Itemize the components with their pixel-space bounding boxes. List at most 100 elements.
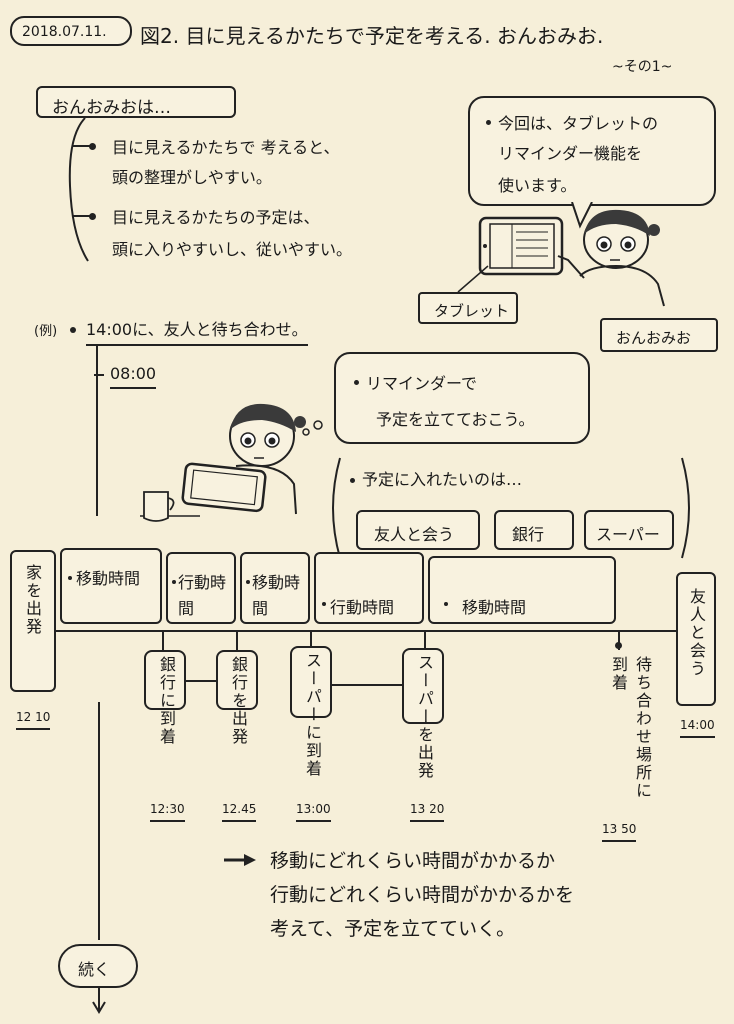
person-label-box: おんおみお <box>600 318 718 352</box>
start-time: 08:00 <box>110 364 157 389</box>
timeline-start-box: 家を出発 <box>10 550 56 692</box>
date-text: 2018.07.11. <box>22 24 107 40</box>
person-illustration-top <box>557 209 665 307</box>
want-item-bank-label: 銀行 <box>512 525 545 544</box>
reminder-line-2: 予定を立てておこう。 <box>376 410 535 429</box>
event-2-label: 銀行を出発 <box>229 656 248 746</box>
page-subtitle: ~その1~ <box>612 59 673 75</box>
event-4-label: スーパーを出発 <box>415 654 434 780</box>
timeline-segment-3: 移動時間 <box>240 552 310 624</box>
person-with-tablet-illustration <box>140 403 306 522</box>
event-1-box <box>144 650 186 710</box>
timeline-segment-5: 移動時間 <box>428 556 616 624</box>
bubble-bullet <box>486 120 491 125</box>
intro-bullet-1 <box>89 143 96 150</box>
want-item-bank: 銀行 <box>494 510 574 550</box>
timeline-axis <box>56 630 676 632</box>
event-5-time: 13 50 <box>602 822 637 842</box>
event-3-box <box>290 646 332 718</box>
intro-label-box: おんおみおは… <box>36 86 236 118</box>
tablet-pointer-line <box>457 265 489 293</box>
want-item-supermarket: スーパー <box>584 510 674 550</box>
example-bullet <box>70 327 76 333</box>
timeline-segment-4-label: 行動時間 <box>330 598 395 617</box>
timeline-end-box: 友人と会う <box>676 572 716 706</box>
tablet-illustration <box>478 216 564 276</box>
bubble-line-1: 今回は、タブレットの <box>498 114 659 133</box>
event-3-time: 13:00 <box>296 802 331 822</box>
start-time-pointer <box>94 374 104 376</box>
event-tick-5 <box>618 630 620 650</box>
wants-label: 予定に入れたいのは… <box>362 470 523 489</box>
tablet-speech-bubble: 今回は、タブレットの リマインダー機能を 使います。 <box>468 96 716 206</box>
timeline-end-label: 友人と会う <box>687 588 706 678</box>
event-tick-3 <box>310 630 312 648</box>
bubble-line-3: 使います。 <box>498 176 577 195</box>
wants-brackets <box>332 457 690 559</box>
segment-4-bullet <box>322 602 326 606</box>
continue-bubble: 続く <box>58 944 138 988</box>
reminder-bullet <box>354 380 359 385</box>
reminder-speech-bubble: リマインダーで 予定を立てておこう。 <box>334 352 590 444</box>
bubble-line-2: リマインダー機能を <box>498 144 643 163</box>
conclusion-line-3: 考えて、予定を立てていく。 <box>270 918 516 940</box>
event-dot-5 <box>615 642 622 649</box>
intro-label: おんおみおは… <box>52 98 171 118</box>
event-2-box <box>216 650 258 710</box>
conclusion-line-1: 移動にどれくらい時間がかかるか <box>270 850 556 872</box>
timeline-end-time: 14:00 <box>680 718 715 738</box>
conclusion-line-2: 行動にどれくらい時間がかかるかを <box>270 884 575 906</box>
event-tick-2 <box>236 630 238 652</box>
timeline-segment-3-label: 移動時間 <box>252 573 301 618</box>
date-badge: 2018.07.11. <box>10 16 132 46</box>
bubble-tail <box>571 202 593 229</box>
event-connector-2 <box>332 684 402 686</box>
event-4-box <box>402 648 444 724</box>
want-item-supermarket-label: スーパー <box>596 525 660 544</box>
continue-arrow-icon <box>92 1001 106 1014</box>
continue-line-bottom <box>98 988 100 1010</box>
intro-point2-line2: 頭に入りやすいし、従いやすい。 <box>112 240 353 259</box>
event-1-label: 銀行に到着 <box>157 656 176 746</box>
example-text: 14:00に、友人と待ち合わせ。 <box>86 316 308 346</box>
want-item-friend-label: 友人と会う <box>374 525 455 544</box>
event-2-time: 12.45 <box>222 802 257 822</box>
segment-3-bullet <box>246 580 250 584</box>
page-title: 図2. 目に見えるかたちで予定を考える. おんおみお. <box>140 24 604 48</box>
timeline-segment-1-label: 移動時間 <box>76 569 141 588</box>
example-prefix: (例) <box>34 324 58 339</box>
timeline-segment-2: 行動時間 <box>166 552 236 624</box>
continue-line <box>98 702 100 940</box>
example-vertical-line <box>96 346 98 516</box>
timeline-segment-5-label: 移動時間 <box>462 598 527 617</box>
tablet-label-box: タブレット <box>418 292 518 324</box>
want-item-friend: 友人と会う <box>356 510 480 550</box>
thought-dots <box>302 420 323 436</box>
segment-1-bullet <box>68 576 72 580</box>
person-label: おんおみお <box>616 329 692 347</box>
reminder-line-1: リマインダーで <box>366 374 478 393</box>
intro-point1-line2: 頭の整理がしやすい。 <box>112 168 272 187</box>
intro-bracket <box>68 117 90 262</box>
event-tick-4 <box>424 630 426 650</box>
event-tick-1 <box>162 630 164 652</box>
timeline-segment-2-label: 行動時間 <box>178 573 227 618</box>
conclusion-arrow-icon <box>224 854 256 866</box>
wants-bullet <box>350 478 355 483</box>
event-4-time: 13 20 <box>410 802 445 822</box>
segment-2-bullet <box>172 580 176 584</box>
event-3-label: スーパーに到着 <box>303 652 322 778</box>
timeline-segment-4: 行動時間 <box>314 552 424 624</box>
tablet-label: タブレット <box>434 302 510 320</box>
event-1-time: 12:30 <box>150 802 185 822</box>
timeline-start-time: 12 10 <box>16 710 51 730</box>
intro-bullet-2 <box>89 213 96 220</box>
event-connector-1 <box>186 680 216 682</box>
segment-5-bullet <box>444 602 448 606</box>
continue-label: 続く <box>78 960 111 979</box>
intro-point1-line1: 目に見えるかたちで 考えると、 <box>112 138 340 157</box>
timeline-segment-1: 移動時間 <box>60 548 162 624</box>
intro-point2-line1: 目に見えるかたちの予定は、 <box>112 208 320 227</box>
event-5-label: 待ち合わせ場所に到着 <box>609 656 652 800</box>
timeline-start-label: 家を出発 <box>23 564 42 636</box>
